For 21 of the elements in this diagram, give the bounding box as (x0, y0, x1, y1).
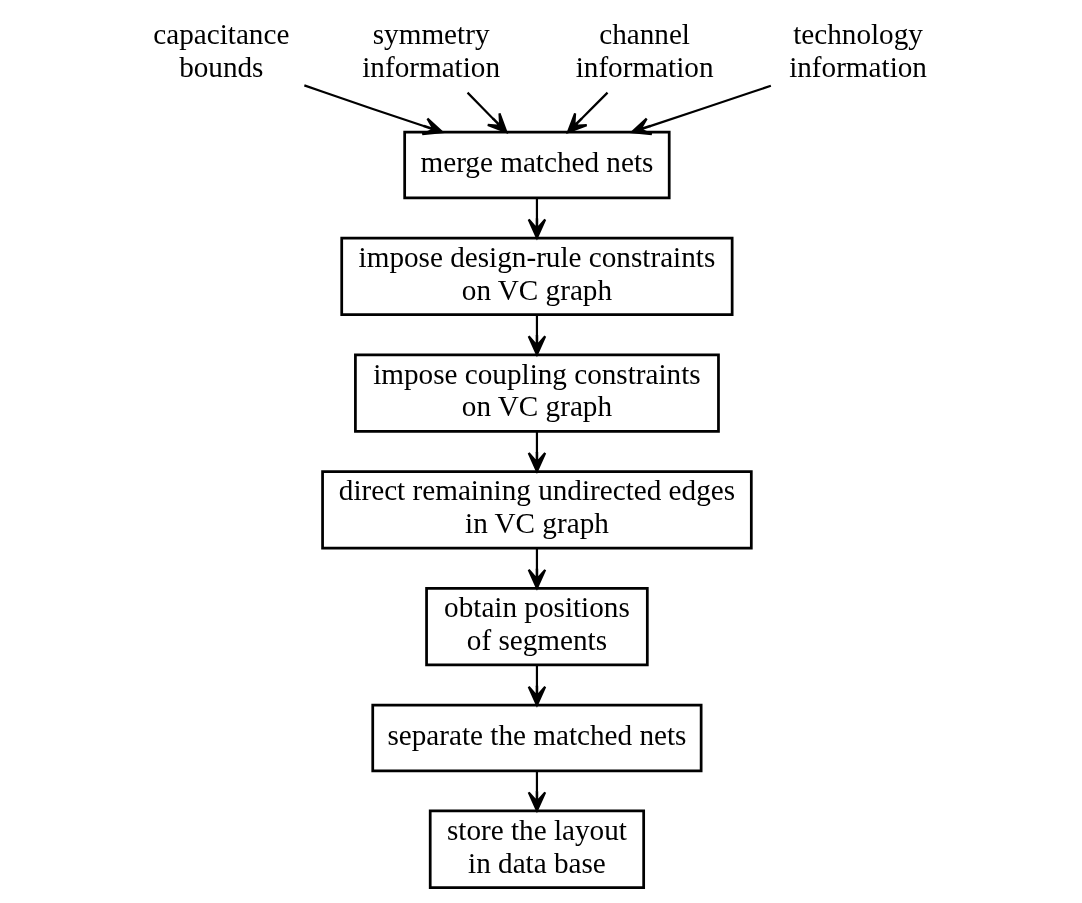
arrow (527, 548, 546, 590)
node-text: technology information (788, 18, 927, 84)
arrow (527, 770, 546, 812)
arrow (630, 84, 771, 136)
arrow (527, 198, 546, 239)
arrow (303, 84, 443, 136)
node-box: obtain positions of segments (424, 586, 649, 667)
node-text: capacitance bounds (152, 18, 289, 84)
node-box: store the layout in data base (428, 809, 645, 889)
node-box: direct remaining undirected edges in VC graph (320, 470, 753, 550)
node-box: merge matched nets (402, 130, 671, 200)
node-text: channel information (575, 18, 713, 84)
node-box: separate the matched nets (370, 703, 702, 773)
arrow (566, 91, 608, 134)
node-text: symmetry information (361, 18, 500, 84)
node-box: impose coupling constraints on VC graph (353, 353, 720, 433)
arrow (527, 315, 546, 356)
arrow (527, 665, 546, 707)
arrow (527, 432, 546, 473)
arrow (466, 91, 508, 134)
node-box: impose design-rule constraints on VC graph (339, 236, 733, 317)
